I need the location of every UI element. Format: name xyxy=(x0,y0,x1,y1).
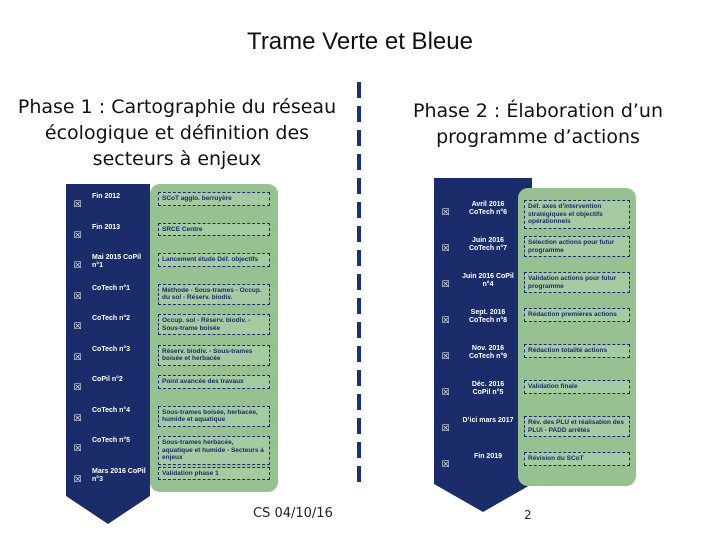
timeline-strip xyxy=(66,184,150,496)
milestone-task: Lancement étude Déf. objectifs xyxy=(158,253,270,267)
checkbox-icon: ☒ xyxy=(73,230,82,241)
milestone-date: CoTech n°3 xyxy=(92,345,131,353)
milestone-date: Nov. 2016 CoTech n°9 xyxy=(468,345,508,360)
checkbox-icon: ☒ xyxy=(73,200,82,210)
milestone-date: Juin 2016 CoTech n°7 xyxy=(468,237,508,252)
timeline-row: ☒ D’ici mars 2017 Rév. des PLU et réalisat… xyxy=(434,414,636,444)
milestone-task: Révision du SCoT xyxy=(524,452,630,466)
milestone-date: CoTech n°2 xyxy=(92,315,131,322)
timeline-row: ☒ Fin 2019 Révision du SCoT xyxy=(434,450,636,480)
milestone-task: Point avancée des travaux xyxy=(158,375,270,389)
timeline-row: ☒ CoPil n°2 Point avancée des travaux xyxy=(66,373,278,403)
checkbox-icon: ☒ xyxy=(441,280,450,290)
milestone-task: Réserv. biodiv. - Sous-trames boisée et … xyxy=(158,344,270,366)
milestone-task: SCoT agglo. berruyère xyxy=(158,192,270,206)
timeline-row: ☒ Mars 2016 CoPil n°3 Validation phase 1 xyxy=(66,465,278,495)
checkbox-icon: ☒ xyxy=(441,460,450,470)
timeline-row: ☒ Nov. 2016 CoTech n°9 Rédaction totalité … xyxy=(434,342,636,372)
milestone-date: Sept. 2016 CoTech n°8 xyxy=(468,309,508,324)
timeline-row: ☒ Fin 2012 SCoT agglo. berruyère xyxy=(66,190,278,220)
milestone-task: Rédaction premières actions xyxy=(524,308,630,322)
checkbox-icon: ☒ xyxy=(73,474,82,485)
milestone-task: Sous-trames herbacée, aquatique et humid… xyxy=(158,436,270,465)
milestone-date: Fin 2019 xyxy=(473,453,502,460)
page-title: Trame Verte et Bleue xyxy=(247,28,473,55)
checkbox-icon: ☒ xyxy=(441,316,450,326)
checkbox-icon: ☒ xyxy=(73,413,82,424)
checkbox-icon: ☒ xyxy=(73,352,82,363)
timeline-row: ☒ CoTech n°3 Réserv. biodiv. - Sous-trames… xyxy=(66,343,278,373)
milestone-task: Méthode - Sous-trames - Occup. du sol - … xyxy=(158,283,270,305)
timeline-row: ☒ Fin 2013 SRCE Centre xyxy=(66,221,278,251)
milestone-date: Fin 2012 xyxy=(92,193,121,200)
timeline-row: ☒ Déc. 2016 CoPil n°5 Validation finale xyxy=(434,378,636,408)
timeline-row: ☒ CoTech n°5 Sous-trames herbacée, aquatiq… xyxy=(66,434,278,465)
milestone-date: Déc. 2016 CoPil n°5 xyxy=(471,381,505,396)
milestone-date: Juin 2016 CoPil n°4 xyxy=(462,273,514,288)
timeline-row: ☒ CoTech n°4 Sous-trames boisée, herbacée,… xyxy=(66,404,278,434)
milestone-task: Rédaction totalité actions xyxy=(524,344,630,358)
milestone-date: Fin 2013 xyxy=(92,223,121,231)
timeline-row: ☒ Mai 2015 CoPil n°1 Lancement étude Déf. … xyxy=(66,251,278,281)
checkbox-icon: ☒ xyxy=(73,444,82,454)
milestone-task: Validation finale xyxy=(524,380,630,394)
page-number: 2 xyxy=(524,508,532,522)
milestone-task: Déf. axes d’intervention stratégiques et… xyxy=(524,200,630,229)
timeline-row: ☒ Sept. 2016 CoTech n°8 Rédaction première… xyxy=(434,306,636,336)
phase1-title: Phase 1 : Cartographie du réseau écologi… xyxy=(17,96,337,170)
checkbox-icon: ☒ xyxy=(441,244,450,254)
milestone-task: Validation actions pour futur programme xyxy=(524,272,630,293)
arrow-down-icon xyxy=(434,484,532,512)
milestone-date: CoTech n°5 xyxy=(92,437,131,444)
milestone-date: CoTech n°1 xyxy=(92,284,131,292)
milestone-task: Sous-trames boisée, herbacée, humide et … xyxy=(158,405,270,427)
timeline-row: ☒ CoTech n°1 Méthode - Sous-trames - Occup… xyxy=(66,282,278,312)
checkbox-icon: ☒ xyxy=(73,291,82,302)
footer-text: CS 04/10/16 xyxy=(253,506,333,521)
timeline-row: ☒ Juin 2016 CoPil n°4 Validation actions p… xyxy=(434,270,636,300)
checkbox-icon: ☒ xyxy=(73,261,82,271)
timeline-strip xyxy=(434,178,532,484)
arrow-down-icon xyxy=(66,496,150,524)
milestone-date: CoTech n°4 xyxy=(92,406,131,414)
timeline-row: ☒ Juin 2016 CoTech n°7 Sélection actions p… xyxy=(434,234,636,264)
checkbox-icon: ☒ xyxy=(73,322,82,332)
checkbox-icon: ☒ xyxy=(441,352,450,362)
timeline-row: ☒ Avril 2016 CoTech n°6 Déf. axes d’interv… xyxy=(434,198,636,229)
phase2-timeline: ☒ Avril 2016 CoTech n°6 Déf. axes d’interv… xyxy=(434,178,636,514)
checkbox-icon: ☒ xyxy=(441,388,450,398)
milestone-task: Rév. des PLU et réalisation des PLUi - P… xyxy=(524,416,630,437)
phase2-title: Phase 2 : Élaboration d’un programme d’a… xyxy=(412,100,664,148)
milestone-task: SRCE Centre xyxy=(158,222,270,236)
milestone-date: Mars 2016 CoPil n°3 xyxy=(92,467,146,483)
phase-divider xyxy=(357,82,361,490)
checkbox-icon: ☒ xyxy=(441,424,450,434)
timeline-row: ☒ CoTech n°2 Occup. sol - Réserv. biodiv. … xyxy=(66,312,278,342)
milestone-task: Occup. sol - Réserv. biodiv. - Sous-tram… xyxy=(158,314,270,335)
milestone-date: D’ici mars 2017 xyxy=(462,417,514,424)
milestone-date: Avril 2016 CoTech n°6 xyxy=(468,201,508,216)
milestone-task: Validation phase 1 xyxy=(158,466,270,480)
milestone-date: Mai 2015 CoPil n°1 xyxy=(92,254,142,269)
milestone-date: CoPil n°2 xyxy=(92,376,123,383)
milestone-task: Sélection actions pour futur programme xyxy=(524,236,630,257)
checkbox-icon: ☒ xyxy=(441,208,450,218)
checkbox-icon: ☒ xyxy=(73,383,82,393)
